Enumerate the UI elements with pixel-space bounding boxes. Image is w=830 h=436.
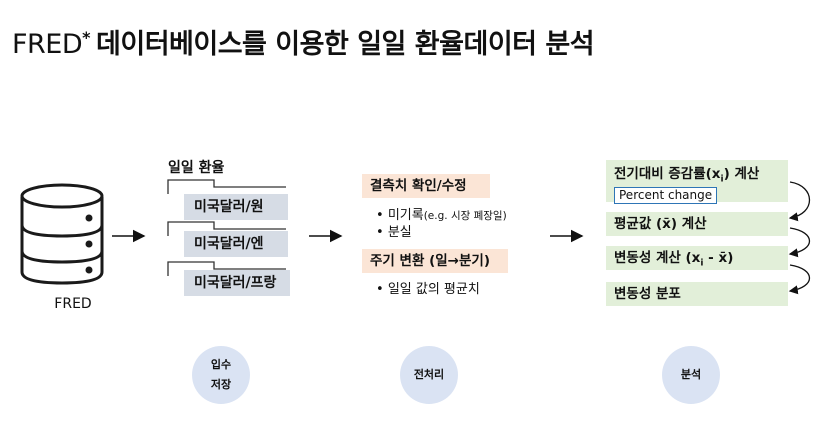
step-label: 전기대비 증감률(x xyxy=(614,166,721,182)
period-conversion-box: 주기 변환 (일→분기) xyxy=(362,249,508,273)
step-subscript: i xyxy=(720,174,724,185)
file-usd-krw: 미국달러/원 xyxy=(184,194,288,220)
percent-change-tag: Percent change xyxy=(614,186,718,204)
folder-icon xyxy=(167,179,286,194)
daily-rates-label: 일일 환율 xyxy=(168,160,225,176)
analysis-step-percent-change: 전기대비 증감률(xi) 계산 Percent change xyxy=(606,160,788,204)
title-prefix: FRED xyxy=(12,29,83,60)
analysis-step-mean: 평균값 (x̄) 계산 xyxy=(606,212,788,236)
bullet-item: • 분실 xyxy=(376,225,412,240)
title-main: 데이터베이스를 이용한 일일 환율데이터 분석 xyxy=(96,29,595,60)
step-label: 변동성 계산 (x xyxy=(614,250,701,266)
bullet-item: • 일일 값의 평균치 xyxy=(376,282,480,297)
bullet-text: 분실 xyxy=(387,225,412,240)
bullet-item: • 미기록(e.g. 시장 폐장일) xyxy=(376,208,507,223)
step-arrow-1 xyxy=(788,181,810,222)
fred-label: FRED xyxy=(54,296,92,312)
bullet-note: (e.g. 시장 폐장일) xyxy=(423,210,507,222)
step-subscript: i xyxy=(700,258,704,269)
analysis-step-distribution: 변동성 분포 xyxy=(606,282,788,306)
step-arrow-3 xyxy=(788,264,810,295)
folder-icon xyxy=(167,261,286,276)
missing-values-box: 결측치 확인/수정 xyxy=(362,174,490,198)
page-title: FRED* 데이터베이스를 이용한 일일 환율데이터 분석 xyxy=(12,22,595,61)
step-arrow-2 xyxy=(788,227,810,258)
folder-icon xyxy=(167,221,286,236)
file-usd-jpy: 미국달러/엔 xyxy=(184,231,288,257)
folder-icons xyxy=(167,179,286,276)
step-suffix: ) 계산 xyxy=(723,166,760,182)
file-usd-chf: 미국달러/프랑 xyxy=(184,270,290,296)
phase-analysis: 분석 xyxy=(662,346,720,404)
database-icon xyxy=(20,183,104,285)
bullet-text: 일일 값의 평균치 xyxy=(387,282,480,297)
step-suffix: - x̄) xyxy=(703,250,734,266)
analysis-step-volatility: 변동성 계산 (xi - x̄) xyxy=(606,246,788,270)
phase-preprocess: 전처리 xyxy=(400,346,458,404)
phase-acquire-store: 입수 저장 xyxy=(192,346,250,404)
title-marker: * xyxy=(82,28,91,47)
bullet-text: 미기록 xyxy=(387,208,424,223)
